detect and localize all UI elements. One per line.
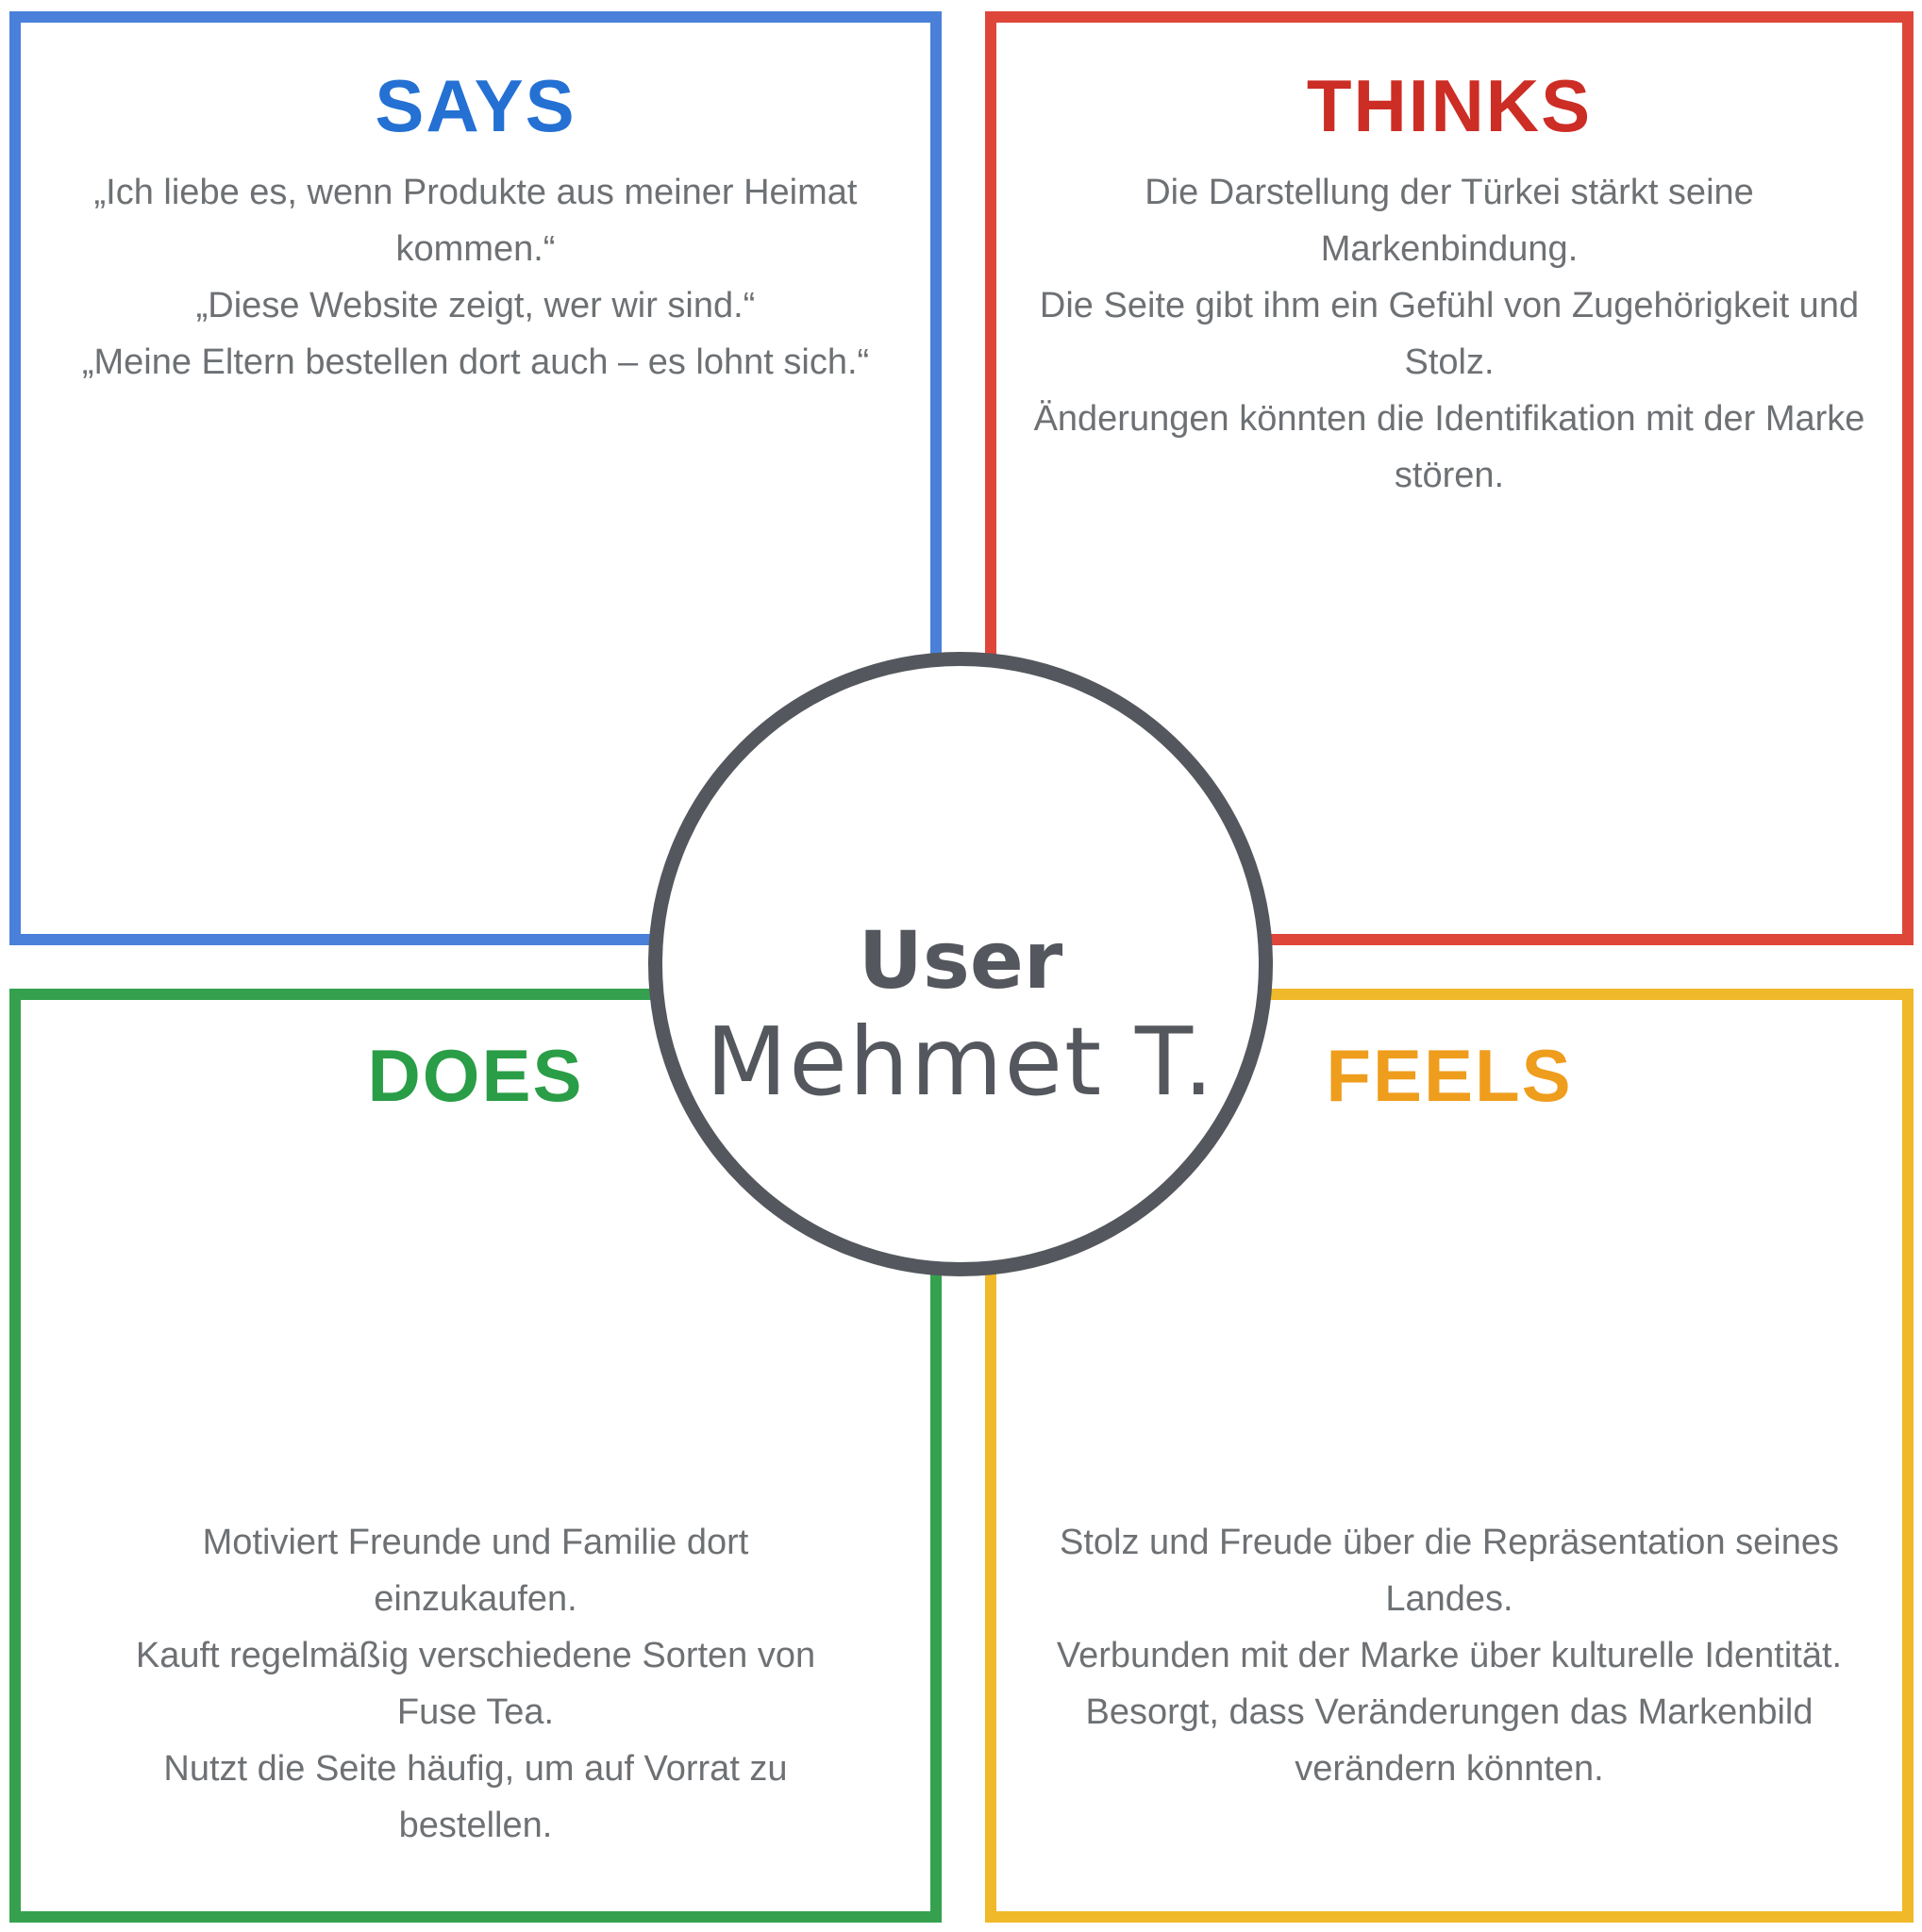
says-quote-2: „Diese Website zeigt, wer wir sind.“ xyxy=(195,286,756,326)
does-item-3: Nutzt die Seite häufig, um auf Vorrat zu… xyxy=(163,1749,788,1846)
does-item-2: Kauft regelmäßig verschiedene Sorten von… xyxy=(135,1636,816,1733)
says-body: „Ich liebe es, wenn Produkte aus meiner … xyxy=(21,164,930,391)
persona-name: Mehmet T. xyxy=(705,1007,1216,1118)
says-title: SAYS xyxy=(375,64,577,147)
feels-item-3: Besorgt, dass Veränderungen das Markenbi… xyxy=(1085,1692,1813,1790)
thinks-body: Die Darstellung der Türkei stärkt seine … xyxy=(996,164,1902,504)
quadrant-thinks: THINKS Die Darstellung der Türkei stärkt… xyxy=(985,11,1914,945)
persona-label: User Mehmet T. xyxy=(706,915,1215,1120)
persona-circle: User Mehmet T. xyxy=(648,652,1273,1276)
feels-item-1: Stolz und Freude über die Repräsentation… xyxy=(1060,1523,1839,1620)
does-item-1: Motiviert Freunde und Familie dort einzu… xyxy=(202,1523,749,1620)
thinks-title: THINKS xyxy=(1306,64,1593,147)
says-quote-1: „Ich liebe es, wenn Produkte aus meiner … xyxy=(93,173,858,270)
feels-body: Stolz und Freude über die Repräsentation… xyxy=(996,1514,1902,1797)
thinks-item-3: Änderungen könnten die Identifikation mi… xyxy=(1033,399,1865,496)
persona-role: User xyxy=(858,913,1063,1007)
feels-title: FEELS xyxy=(1326,1034,1573,1117)
says-quote-3: „Meine Eltern bestellen dort auch – es l… xyxy=(81,342,870,383)
quadrant-says: SAYS „Ich liebe es, wenn Produkte aus me… xyxy=(9,11,942,945)
thinks-item-2: Die Seite gibt ihm ein Gefühl von Zugehö… xyxy=(1039,286,1860,383)
thinks-item-1: Die Darstellung der Türkei stärkt seine … xyxy=(1145,173,1754,270)
does-title: DOES xyxy=(367,1034,584,1117)
does-body: Motiviert Freunde und Familie dort einzu… xyxy=(21,1514,930,1854)
feels-item-2: Verbunden mit der Marke über kulturelle … xyxy=(1056,1636,1843,1676)
